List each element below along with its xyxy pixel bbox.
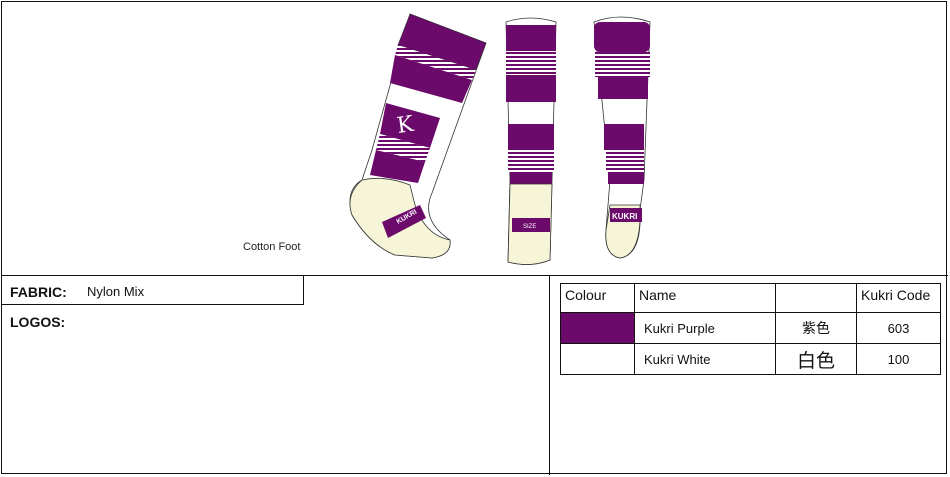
fabric-box — [2, 276, 304, 305]
cotton-foot-caption: Cotton Foot — [243, 241, 301, 253]
header-name: Name — [634, 283, 776, 313]
colour-code: 603 — [856, 312, 941, 344]
colour-chinese: 白色 — [775, 343, 857, 375]
divider-vertical — [549, 276, 550, 475]
fabric-label: FABRIC: — [10, 284, 67, 300]
table-row: Kukri Purple 紫色 603 — [560, 312, 941, 344]
svg-text:SIZE: SIZE — [523, 224, 536, 230]
svg-text:KUKRI: KUKRI — [612, 212, 637, 221]
divider-horizontal — [1, 275, 948, 276]
fabric-value: Nylon Mix — [87, 284, 145, 299]
sock-back-view: KUKRI — [593, 16, 651, 259]
sock-illustration: K KUKRI SIZE KUKRI — [349, 13, 651, 265]
colour-code: 100 — [856, 343, 941, 375]
header-kukri-code: Kukri Code — [856, 283, 941, 313]
colour-name: Kukri Purple — [634, 312, 776, 344]
sock-front-view: SIZE — [505, 17, 557, 265]
colour-swatch — [560, 312, 635, 344]
logos-label: LOGOS: — [10, 314, 66, 330]
colour-table-header: Colour Name Kukri Code — [560, 283, 941, 313]
table-row: Kukri White 白色 100 — [560, 343, 941, 375]
header-chinese — [775, 283, 857, 313]
colour-chinese: 紫色 — [775, 312, 857, 344]
header-colour: Colour — [560, 283, 635, 313]
colour-name: Kukri White — [634, 343, 776, 375]
svg-text:K: K — [395, 112, 415, 139]
colour-table: Colour Name Kukri Code Kukri Purple 紫色 6… — [560, 283, 941, 375]
sock-side-view: K KUKRI — [349, 13, 487, 259]
colour-swatch — [560, 343, 635, 375]
